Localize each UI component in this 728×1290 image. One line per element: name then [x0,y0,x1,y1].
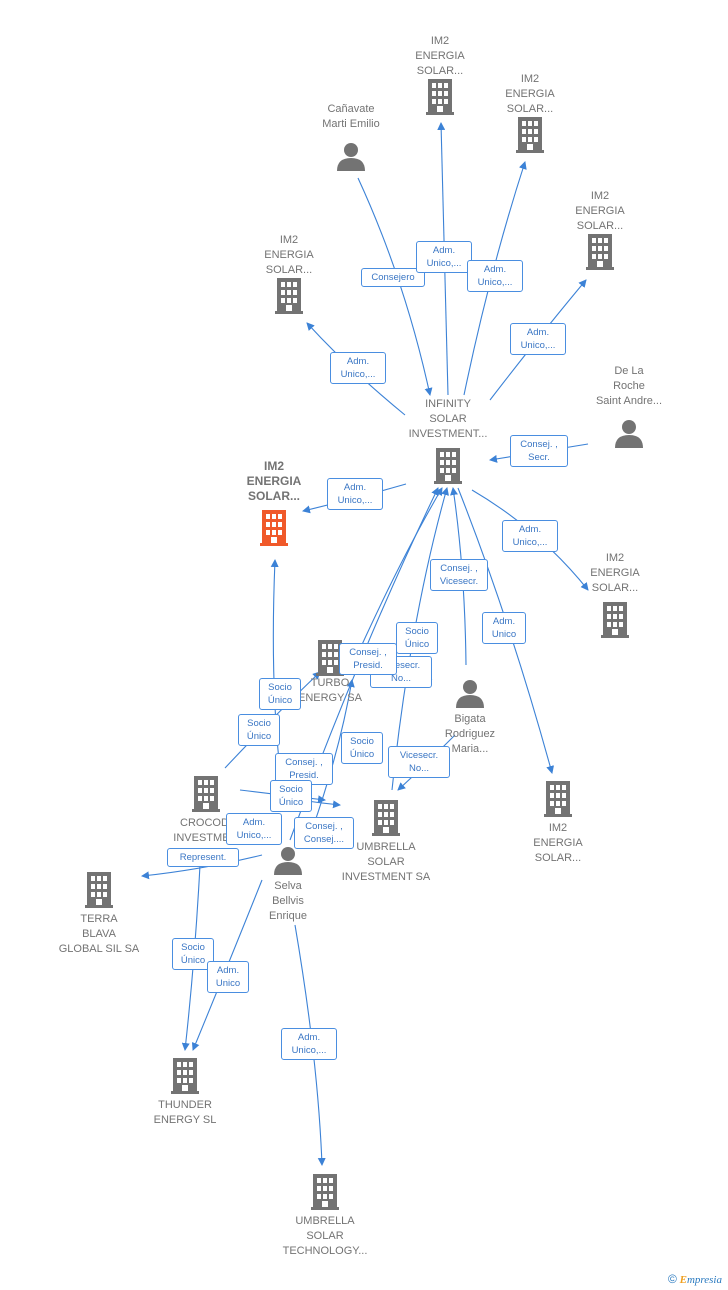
building-icon [516,117,544,153]
building-icon [601,602,629,638]
edge-label-socio-unico[interactable]: Socio Único [270,780,312,812]
building-icon [316,640,344,676]
edge-label-adm-unico-short[interactable]: Adm. Unico [207,961,249,993]
node-label: CROCODI INVESTME... [173,817,239,844]
edge-crocodile-im2main [270,559,281,771]
company-im2-left1[interactable]: IM2 ENERGIA SOLAR... [251,233,327,314]
building-icon [85,872,113,908]
company-infinity[interactable]: INFINITY SOLAR INVESTMENT... [398,397,498,484]
edge-label-represent[interactable]: Represent. [167,848,239,867]
company-im2-bottom[interactable]: IM2 ENERGIA SOLAR... [520,781,596,866]
building-icon [586,234,614,270]
edge-label-adm-unico-short[interactable]: Adm. Unico [482,612,526,644]
copyright-symbol: © [668,1272,677,1286]
company-turbo[interactable]: TURBO ENERGY SA [290,640,370,706]
node-label: IM2 ENERGIA SOLAR... [505,73,555,115]
node-label: THUNDER ENERGY SL [153,1099,217,1126]
edge-label-adm-unico[interactable]: Adm. Unico,... [327,478,383,510]
company-umbrella-technology[interactable]: UMBRELLA SOLAR TECHNOLOGY... [272,1174,378,1259]
node-label: IM2 ENERGIA SOLAR... [264,234,314,276]
person-bigata[interactable]: Bigata Rodriguez Maria... [428,678,512,757]
node-label: TERRA BLAVA GLOBAL SIL SA [58,913,140,955]
building-icon [260,510,288,546]
building-icon [275,278,303,314]
edge-selva-turbo2 [311,679,355,831]
node-label: Bigata Rodriguez Maria... [444,713,496,755]
person-icon [615,420,643,448]
person-selva[interactable]: Selva Bellvis Enrique [250,845,326,924]
person-delaroche[interactable]: De La Roche Saint Andre... [582,364,676,448]
edge-label-socio-unico[interactable]: Socio Único [259,678,301,710]
building-icon [544,781,572,817]
edge-label-consej-vicesecr[interactable]: Consej. , Vicesecr. [430,559,488,591]
brand-name: mpresia [686,1274,722,1286]
node-label: IM2 ENERGIA SOLAR... [575,190,625,232]
node-label: INFINITY SOLAR INVESTMENT... [408,398,488,440]
node-label: IM2 ENERGIA SOLAR... [415,35,465,77]
company-crocodile[interactable]: CROCODI INVESTME... [165,776,247,846]
building-icon [434,448,462,484]
edge-label-vicesecr-no[interactable]: Vicesecr. No... [388,746,450,778]
node-label: IM2 ENERGIA SOLAR... [246,459,302,503]
company-terra-blava[interactable]: TERRA BLAVA GLOBAL SIL SA [50,872,148,957]
empresia-logo: © Empresia [668,1272,722,1286]
building-icon [426,79,454,115]
company-thunder[interactable]: THUNDER ENERGY SL [140,1058,230,1128]
node-label: De La Roche Saint Andre... [595,365,663,407]
edge-label-consej-presid[interactable]: Consej. , Presid. [339,643,397,675]
edge-label-consej-consej[interactable]: Consej. , Consej.... [294,817,354,849]
edge-selva-terra [141,854,263,880]
edge-label-socio-unico[interactable]: Socio Único [396,622,438,654]
building-icon [192,776,220,812]
building-icon [311,1174,339,1210]
building-icon [171,1058,199,1094]
person-canavate[interactable]: Cañavate Marti Emilio [305,102,397,171]
company-im2-right2[interactable]: IM2 ENERGIA SOLAR... [577,551,653,638]
node-label: IM2 ENERGIA SOLAR... [590,552,640,594]
edge-label-adm-unico[interactable]: Adm. Unico,... [226,813,282,845]
person-icon [456,680,484,708]
edge-label-adm-unico[interactable]: Adm. Unico,... [510,323,566,355]
edge-label-adm-unico[interactable]: Adm. Unico,... [330,352,386,384]
edge-label-adm-unico[interactable]: Adm. Unico,... [502,520,558,552]
node-label: UMBRELLA SOLAR INVESTMENT SA [341,841,431,883]
edge-label-adm-unico[interactable]: Adm. Unico,... [281,1028,337,1060]
company-im2-top1[interactable]: IM2 ENERGIA SOLAR... [402,34,478,115]
company-im2-main[interactable]: IM2 ENERGIA SOLAR... [236,459,312,546]
brand-initial: E [679,1274,687,1286]
node-label: IM2 ENERGIA SOLAR... [533,822,583,864]
person-icon [337,143,365,171]
building-icon [372,800,400,836]
edge-label-adm-unico[interactable]: Adm. Unico,... [467,260,523,292]
edge-label-adm-unico[interactable]: Adm. Unico,... [416,241,472,273]
company-umbrella-investment[interactable]: UMBRELLA SOLAR INVESTMENT SA [334,800,438,885]
edge-label-socio-unico[interactable]: Socio Único [238,714,280,746]
edge-label-consej-secr[interactable]: Consej. , Secr. [510,435,568,467]
node-label: Selva Bellvis Enrique [269,880,307,922]
edge-label-socio-unico[interactable]: Socio Único [341,732,383,764]
node-label: TURBO ENERGY SA [298,677,362,704]
edge-turbo-infinity [354,487,443,661]
node-label: UMBRELLA SOLAR TECHNOLOGY... [282,1215,368,1257]
node-label: Cañavate Marti Emilio [322,103,380,130]
company-im2-right1[interactable]: IM2 ENERGIA SOLAR... [562,189,638,270]
edge-label-consejero[interactable]: Consejero [361,268,425,287]
company-im2-top2[interactable]: IM2 ENERGIA SOLAR... [492,72,568,153]
person-icon [274,847,302,875]
